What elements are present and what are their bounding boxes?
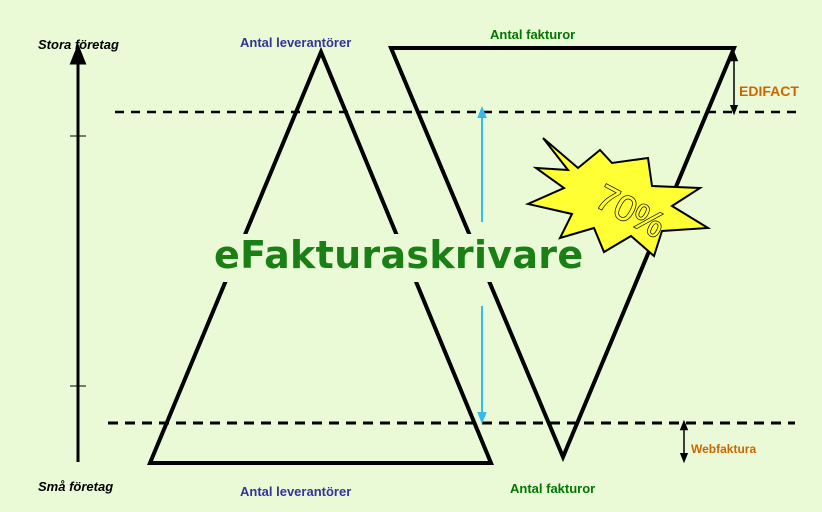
edifact-label: EDIFACT — [739, 83, 799, 99]
suppliers-top-label: Antal leverantörer — [240, 35, 352, 50]
invoices-bottom-label: Antal fakturor — [510, 481, 596, 496]
axis-top-label: Stora företag — [38, 37, 119, 52]
burst-shape — [524, 137, 712, 258]
center-title-backdrop — [212, 234, 554, 282]
center-title: eFakturaskrivare — [214, 233, 584, 277]
percentage-burst-badge: 70% — [524, 137, 712, 258]
webfaktura-label: Webfaktura — [691, 442, 757, 456]
axis-bottom-label: Små företag — [38, 479, 114, 494]
invoices-top-label: Antal fakturor — [490, 27, 576, 42]
suppliers-bottom-label: Antal leverantörer — [240, 484, 352, 499]
